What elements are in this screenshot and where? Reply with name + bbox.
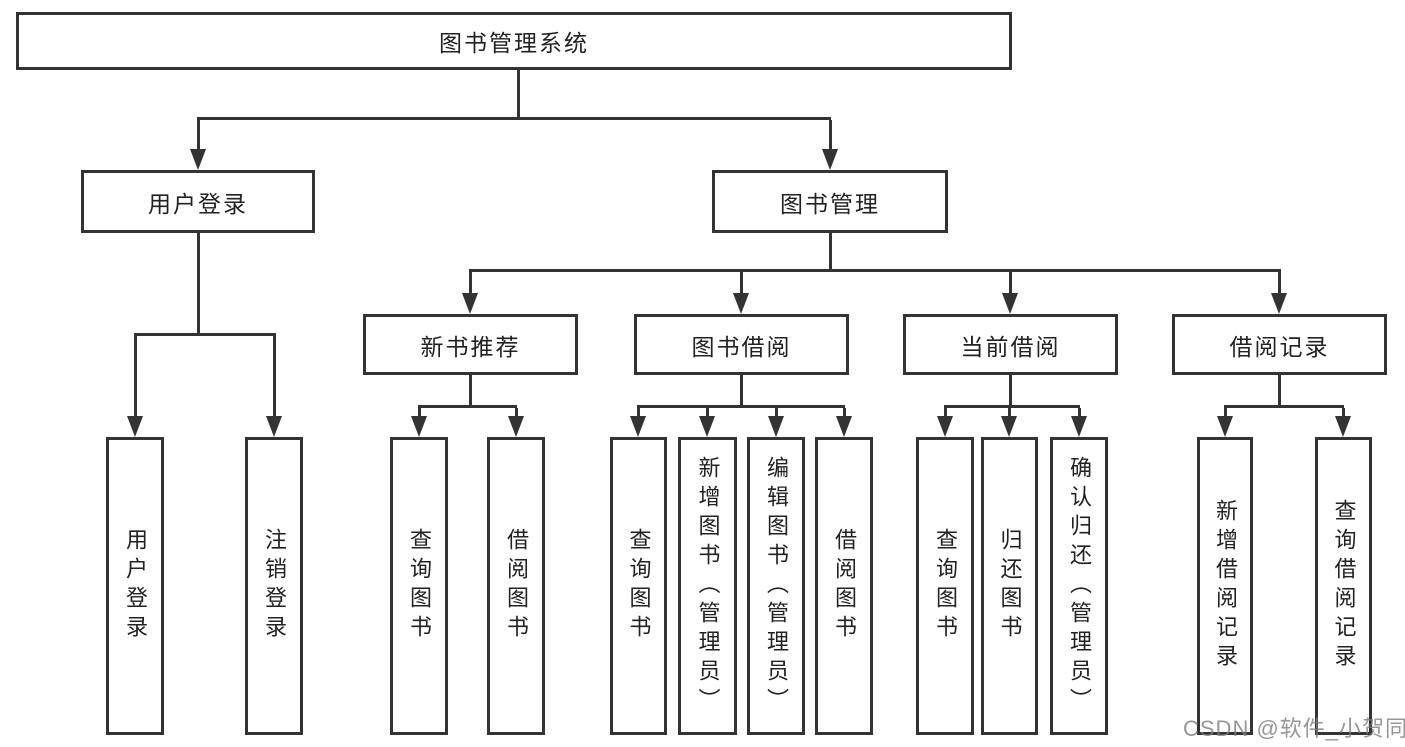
connector-line	[1009, 375, 1012, 408]
leaf-logout: 注销登录	[245, 437, 303, 735]
connector-line	[515, 408, 518, 417]
connector-line	[1078, 408, 1081, 417]
connector-line	[1224, 408, 1227, 417]
arrowhead-icon	[836, 416, 852, 437]
connector-line	[843, 408, 846, 417]
connector-line	[134, 333, 276, 336]
arrowhead-icon	[937, 416, 953, 437]
arrowhead-icon	[822, 149, 838, 170]
leaf-newbook-borrow-books: 借阅图书	[487, 437, 545, 735]
arrowhead-icon	[733, 293, 749, 314]
connector-line	[829, 120, 832, 150]
node-book-borrow: 图书借阅	[634, 314, 849, 375]
connector-line	[637, 405, 845, 408]
node-user-login: 用户登录	[81, 170, 315, 233]
arrowhead-icon	[266, 416, 282, 437]
leaf-record-add-borrow-record: 新增借阅记录	[1197, 437, 1253, 735]
leaf-borrow-add-books-admin: 新增图书（管理员）	[678, 437, 737, 735]
connector-line	[740, 272, 743, 295]
arrowhead-icon	[1217, 416, 1233, 437]
node-current-borrow: 当前借阅	[903, 314, 1118, 375]
leaf-record-query-borrow-record: 查询借阅记录	[1315, 437, 1372, 735]
leaf-user-login: 用户登录	[106, 437, 164, 735]
connector-line	[1009, 272, 1012, 295]
arrowhead-icon	[1335, 416, 1351, 437]
leaf-current-confirm-return-admin: 确认归还（管理员）	[1050, 437, 1108, 735]
connector-line	[1008, 408, 1011, 417]
csdn-watermark: CSDN @软件_小贺同学	[1183, 716, 1405, 741]
connector-line	[197, 233, 200, 336]
connector-line	[944, 405, 1080, 408]
node-root: 图书管理系统	[16, 12, 1012, 70]
node-borrow-record: 借阅记录	[1172, 314, 1387, 375]
connector-line	[469, 375, 472, 408]
arrowhead-icon	[1271, 293, 1287, 314]
arrowhead-icon	[1071, 416, 1087, 437]
node-new-book-recommend: 新书推荐	[363, 314, 578, 375]
arrowhead-icon	[190, 149, 206, 170]
arrowhead-icon	[630, 416, 646, 437]
leaf-current-return-books: 归还图书	[981, 437, 1038, 735]
connector-line	[469, 269, 1281, 272]
connector-line	[1278, 375, 1281, 408]
leaf-borrow-edit-books-admin: 编辑图书（管理员）	[747, 437, 805, 735]
arrowhead-icon	[699, 416, 715, 437]
arrowhead-icon	[508, 416, 524, 437]
connector-line	[740, 375, 743, 408]
connector-line	[197, 120, 200, 150]
connector-line	[517, 70, 520, 120]
leaf-newbook-query-books: 查询图书	[390, 437, 448, 735]
node-book-management: 图书管理	[712, 170, 948, 233]
arrowhead-icon	[1002, 293, 1018, 314]
connector-line	[418, 408, 421, 417]
connector-line	[829, 233, 832, 272]
arrowhead-icon	[127, 416, 143, 437]
connector-line	[775, 408, 778, 417]
arrowhead-icon	[462, 293, 478, 314]
connector-line	[418, 405, 517, 408]
connector-line	[706, 408, 709, 417]
leaf-borrow-borrow-books: 借阅图书	[815, 437, 873, 735]
arrowhead-icon	[768, 416, 784, 437]
connector-line	[944, 408, 947, 417]
connector-line	[1342, 408, 1345, 417]
connector-line	[197, 117, 831, 120]
leaf-current-query-books: 查询图书	[916, 437, 974, 735]
leaf-borrow-query-books: 查询图书	[610, 437, 667, 735]
connector-line	[1224, 405, 1344, 408]
arrowhead-icon	[1001, 416, 1017, 437]
connector-line	[1278, 272, 1281, 295]
connector-line	[134, 336, 137, 417]
connector-line	[637, 408, 640, 417]
arrowhead-icon	[411, 416, 427, 437]
connector-line	[273, 336, 276, 417]
connector-line	[469, 272, 472, 295]
